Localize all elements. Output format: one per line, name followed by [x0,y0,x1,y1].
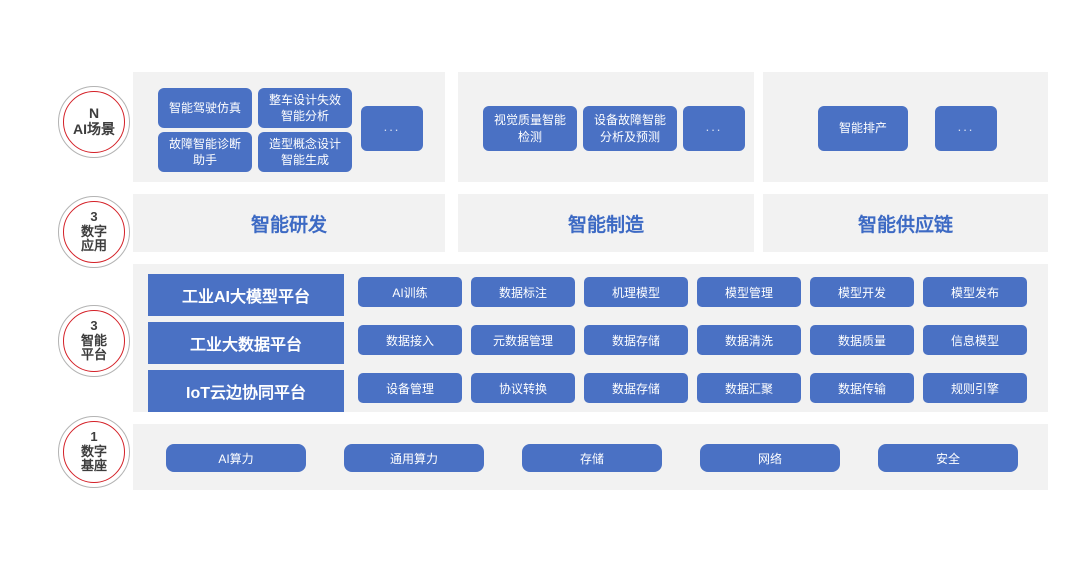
badge-intelligent-platform-line-1: 3 [90,318,98,334]
badge-intelligent-platform: 3 智能 平台 [58,305,130,377]
badge-digital-foundation-line-1: 1 [90,429,98,445]
capability-big-data-3[interactable]: 数据存储 [584,325,688,355]
scenario-tile-scm-1-label: 智能排产 [838,121,887,136]
badge-digital-application-line-1: 3 [90,209,98,225]
capability-iot-3[interactable]: 数据存储 [584,373,688,403]
foundation-item-storage[interactable]: 存储 [522,444,662,472]
scenario-tile-scm-1[interactable]: 智能排产 [818,106,908,151]
scenario-tile-rd-1-label: 智能驾驶仿真 [168,100,241,115]
badge-digital-application-line-3: 应用 [80,238,107,254]
scenario-tile-mfg-2-label-line1: 设备故障智能 [593,113,666,128]
scenario-tile-rd-2[interactable]: 整车设计失效 智能分析 [258,88,352,128]
foundation-panel: AI算力 通用算力 存储 网络 安全 [133,424,1048,490]
foundation-item-ai-compute[interactable]: AI算力 [166,444,306,472]
application-title-manufacturing: 智能制造 [567,214,644,236]
capability-ai-model-6[interactable]: 模型发布 [923,277,1027,307]
scenario-tile-rd-4-label-line2: 智能生成 [280,153,329,167]
capability-ai-model-1[interactable]: AI训练 [358,277,462,307]
scenario-tile-mfg-1-label-line1: 视觉质量智能 [493,113,566,128]
foundation-item-network[interactable]: 网络 [700,444,840,472]
badge-intelligent-platform-line-3: 平台 [80,347,107,363]
platform-name-ai-model[interactable]: 工业AI大模型平台 [148,274,344,316]
capability-ai-model-3[interactable]: 机理模型 [584,277,688,307]
capability-iot-1[interactable]: 设备管理 [358,373,462,403]
capability-big-data-6[interactable]: 信息模型 [923,325,1027,355]
platform-panel: 工业AI大模型平台 工业大数据平台 IoT云边协同平台 AI训练 数据标注 机理… [133,264,1048,412]
platform-name-iot[interactable]: IoT云边协同平台 [148,370,344,412]
badge-digital-foundation-line-2: 数字 [80,443,107,459]
scenario-tile-scm-more[interactable]: ... [935,106,997,151]
application-panel-rd: 智能研发 [133,194,445,252]
scenario-tile-mfg-1[interactable]: 视觉质量智能 检测 [483,106,577,151]
scenario-tile-mfg-1-label-line2: 检测 [517,129,542,144]
badge-ai-scenario-line-2: AI场景 [73,121,115,137]
badge-digital-foundation-line-3: 基座 [80,458,107,474]
badge-digital-application-line-2: 数字 [80,223,107,239]
scenario-panel-rd: 智能驾驶仿真 整车设计失效 智能分析 故障智能诊断 助手 造型概念设计 智能生成… [133,72,445,182]
badge-ai-scenario: N AI场景 [58,86,130,158]
scenario-tile-mfg-2[interactable]: 设备故障智能 分析及预测 [583,106,677,151]
capability-iot-6[interactable]: 规则引擎 [923,373,1027,403]
ellipsis-icon: ... [957,118,975,134]
scenario-tile-rd-4-label-line1: 造型概念设计 [268,136,341,151]
scenario-panel-manufacturing: 视觉质量智能 检测 设备故障智能 分析及预测 ... [458,72,754,182]
ellipsis-icon: ... [705,118,723,134]
capability-iot-5[interactable]: 数据传输 [810,373,914,403]
scenario-tile-rd-2-label-line1: 整车设计失效 [268,92,341,107]
capability-iot-4[interactable]: 数据汇聚 [697,373,801,403]
capability-big-data-2[interactable]: 元数据管理 [471,325,575,355]
capability-big-data-4[interactable]: 数据清洗 [697,325,801,355]
application-panel-supply-chain: 智能供应链 [763,194,1048,252]
badge-intelligent-platform-line-2: 智能 [80,332,107,348]
scenario-tile-rd-1[interactable]: 智能驾驶仿真 [158,88,252,128]
badge-ai-scenario-line-1: N [88,105,100,122]
application-title-supply-chain: 智能供应链 [857,214,953,236]
capability-big-data-5[interactable]: 数据质量 [810,325,914,355]
platform-name-big-data[interactable]: 工业大数据平台 [148,322,344,364]
capability-iot-2[interactable]: 协议转换 [471,373,575,403]
foundation-item-general-compute[interactable]: 通用算力 [344,444,484,472]
badge-digital-application: 3 数字 应用 [58,196,130,268]
capability-ai-model-5[interactable]: 模型开发 [810,277,914,307]
scenario-tile-rd-2-label-line2: 智能分析 [280,109,329,123]
scenario-tile-rd-3-label-line1: 故障智能诊断 [168,136,241,151]
application-panel-manufacturing: 智能制造 [458,194,754,252]
foundation-item-security[interactable]: 安全 [878,444,1018,472]
scenario-tile-rd-3-label-line2: 助手 [192,153,217,167]
scenario-tile-rd-3[interactable]: 故障智能诊断 助手 [158,132,252,172]
scenario-tile-rd-more[interactable]: ... [361,106,423,151]
application-title-rd: 智能研发 [250,214,327,236]
scenario-tile-mfg-2-label-line2: 分析及预测 [599,129,660,144]
scenario-panel-supply-chain: 智能排产 ... [763,72,1048,182]
capability-ai-model-2[interactable]: 数据标注 [471,277,575,307]
scenario-tile-mfg-more[interactable]: ... [683,106,745,151]
ellipsis-icon: ... [383,118,401,134]
capability-ai-model-4[interactable]: 模型管理 [697,277,801,307]
badge-digital-foundation: 1 数字 基座 [58,416,130,488]
capability-big-data-1[interactable]: 数据接入 [358,325,462,355]
scenario-tile-rd-4[interactable]: 造型概念设计 智能生成 [258,132,352,172]
